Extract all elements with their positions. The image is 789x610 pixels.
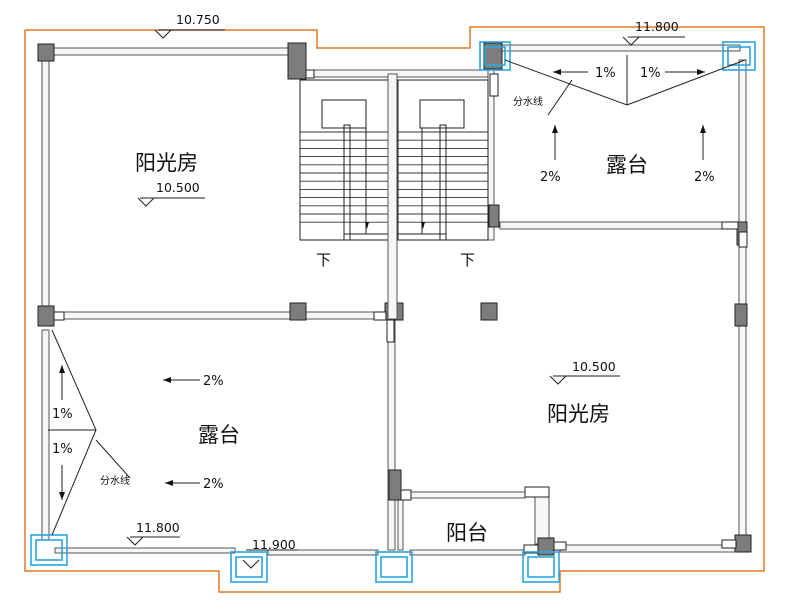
elevation-sunroom-right: 10.500: [572, 359, 616, 374]
slope-arrows: [59, 69, 706, 500]
room-sunroom-right: 阳光房: [547, 402, 610, 426]
columns: [37, 42, 752, 556]
stair-down-left: 下: [316, 251, 331, 269]
room-terrace-bottom-left: 露台: [198, 423, 240, 447]
stair-divider: [387, 73, 398, 320]
watershed-label-bottom: 分水线: [100, 474, 130, 487]
room-sunroom-left: 阳光房: [135, 151, 198, 175]
drains: [30, 41, 756, 583]
elevation-bottom-middle: 11.900: [252, 537, 296, 552]
elevation-marks: [126, 29, 685, 569]
slope-left-upper: 1%: [52, 407, 73, 422]
staircase-left: [299, 79, 389, 241]
staircase-right: [397, 79, 489, 241]
roof-outline: [24, 26, 765, 593]
watershed-lines: [48, 55, 746, 536]
slope-top-left: 1%: [595, 66, 616, 81]
slope-vertical-left: 2%: [540, 170, 561, 185]
slope-top-right: 1%: [640, 66, 661, 81]
stair-down-right: 下: [460, 251, 475, 269]
room-terrace-top-right: 露台: [606, 153, 648, 177]
elevation-terrace-bottom: 11.800: [136, 520, 180, 535]
elevation-roof-left: 10.750: [176, 12, 220, 27]
walls: [41, 44, 747, 556]
room-balcony: 阳台: [446, 521, 488, 545]
elevation-roof-right: 11.800: [635, 19, 679, 34]
slope-left-lower: 1%: [52, 442, 73, 457]
slope-bottom-upper: 2%: [203, 374, 224, 389]
elevation-sunroom-left: 10.500: [156, 180, 200, 195]
slope-bottom-lower: 2%: [203, 477, 224, 492]
slope-vertical-right: 2%: [694, 170, 715, 185]
watershed-label-top: 分水线: [513, 95, 543, 108]
